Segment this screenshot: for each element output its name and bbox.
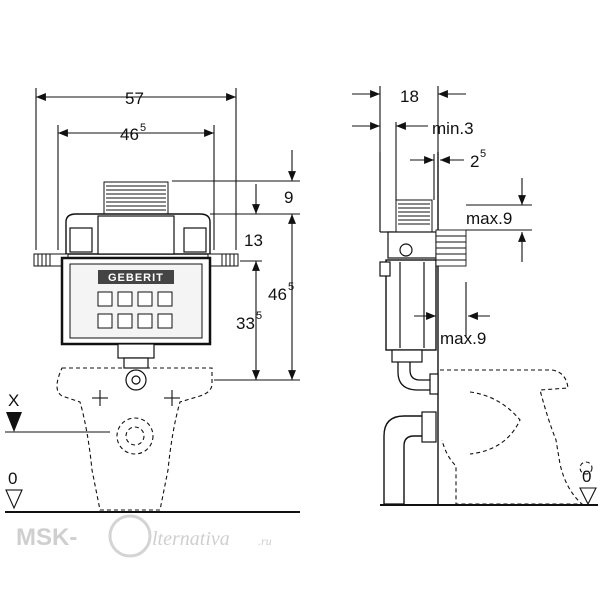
front-dimensions — [5, 88, 300, 433]
side-toilet-outline — [440, 369, 593, 505]
side-view — [379, 152, 598, 506]
flush-buttons — [97, 291, 173, 329]
level-x-marker — [6, 412, 22, 432]
bracket-right — [207, 253, 239, 267]
side-cistern-body — [379, 231, 437, 363]
watermark-at-logo — [108, 514, 152, 558]
dim-max-bottom: max.9 — [440, 329, 486, 348]
brand-bar — [98, 270, 174, 284]
dim-offset-sup: 5 — [480, 148, 486, 160]
dim-height-lower-sup: 5 — [256, 310, 262, 322]
bracket-left — [33, 253, 69, 267]
dim-width-inner: 46 — [120, 125, 139, 144]
dim-max-top: max.9 — [466, 209, 512, 228]
side-dimensions — [352, 86, 532, 336]
dim-total-height-sup: 5 — [288, 281, 294, 293]
dim-height-lower: 33 — [236, 314, 255, 333]
watermark-part1: MSK- — [16, 524, 77, 551]
dim-offset: 2 — [470, 152, 479, 171]
watermark-part2: lternativa — [152, 528, 230, 550]
dim-flush: 13 — [244, 231, 263, 250]
level-zero-marker-front — [5, 489, 23, 510]
watermark-part3: .ru — [258, 534, 272, 548]
inlet-pipe-top — [103, 181, 169, 217]
cistern-body — [65, 213, 211, 255]
side-flush-plate — [435, 229, 467, 267]
toilet-bowl-outline — [56, 367, 213, 511]
front-view — [5, 181, 300, 513]
level-zero-marker-side — [579, 487, 597, 506]
dim-top: 9 — [284, 188, 293, 207]
dim-depth: 18 — [400, 87, 419, 106]
level-zero-label-side: 0 — [582, 467, 591, 486]
brand-label: GEBERIT — [108, 272, 164, 284]
dim-total-height: 46 — [268, 285, 287, 304]
level-zero-label-front: 0 — [8, 469, 17, 488]
dim-min: min.3 — [432, 119, 474, 138]
bolt-right — [164, 390, 180, 406]
side-drain-pipe — [383, 415, 422, 504]
watermark: MSK- lternativa .ru — [16, 514, 272, 558]
level-x-label: X — [8, 391, 19, 410]
side-inlet-pipe — [395, 199, 433, 233]
drain-pipe-front — [117, 343, 155, 391]
bolt-left — [92, 390, 108, 406]
dim-width-inner-sup: 5 — [140, 122, 146, 134]
dim-width-outer: 57 — [125, 89, 144, 108]
side-flush-pipe — [397, 362, 430, 391]
